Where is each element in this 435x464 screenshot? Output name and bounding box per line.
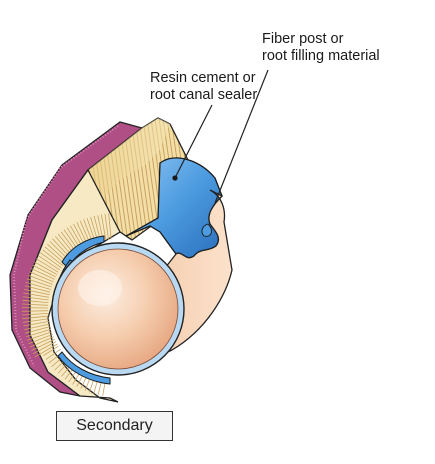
resin-label-line1: Resin cement or <box>150 70 257 87</box>
fiber-post-label-line1: Fiber post or <box>262 31 380 48</box>
fiber-post-label: Fiber post or root filling material <box>262 31 380 65</box>
post-cross-section <box>52 243 184 375</box>
resin-cement-label: Resin cement or root canal sealer <box>150 70 257 104</box>
caption-box: Secondary <box>56 411 173 441</box>
fiber-post-label-line2: root filling material <box>262 48 380 65</box>
resin-label-line2: root canal sealer <box>150 87 257 104</box>
